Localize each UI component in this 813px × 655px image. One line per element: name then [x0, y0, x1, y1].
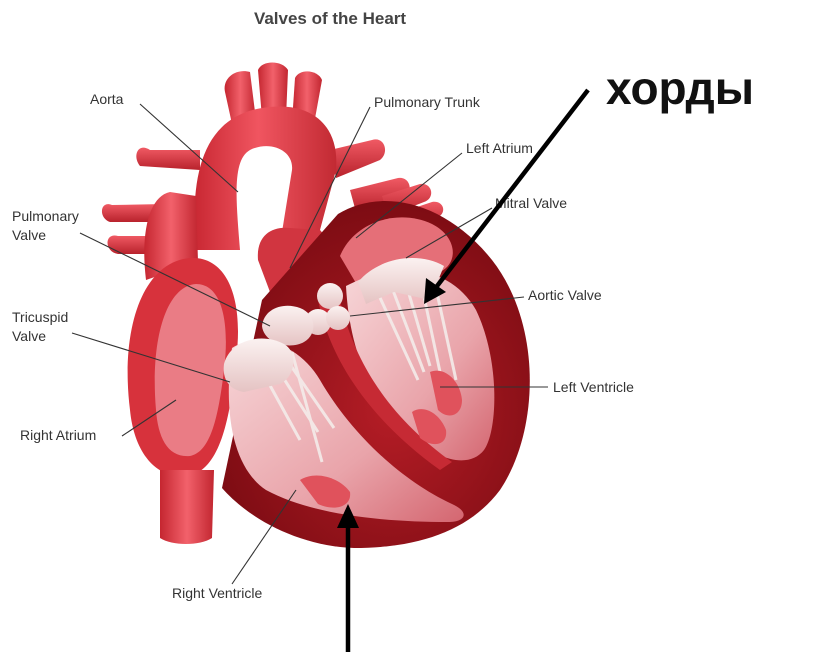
label-aorta: Aorta — [90, 91, 124, 107]
inferior-vena-cava — [160, 470, 214, 544]
annotation-arrow-bottom — [337, 504, 359, 652]
right-vessel-1 — [330, 139, 385, 178]
left-vessel-1 — [136, 148, 200, 170]
label-pulmonary-valve-line2: Valve — [12, 227, 46, 243]
annotation-text-chordae: хорды — [606, 62, 754, 114]
label-pulmonary-valve-line1: Pulmonary — [12, 208, 79, 224]
label-left-atrium: Left Atrium — [466, 140, 533, 156]
heart-illustration — [102, 63, 530, 549]
label-right-ventricle: Right Ventricle — [172, 585, 262, 601]
diagram-title: Valves of the Heart — [254, 9, 406, 28]
label-left-ventricle: Left Ventricle — [553, 379, 634, 395]
label-tricuspid-valve-line1: Tricuspid — [12, 309, 68, 325]
label-right-atrium: Right Atrium — [20, 427, 96, 443]
label-tricuspid-valve-line2: Valve — [12, 328, 46, 344]
label-aortic-valve: Aortic Valve — [528, 287, 602, 303]
label-pulmonary-trunk: Pulmonary Trunk — [374, 94, 481, 110]
aortic-arch — [194, 106, 336, 250]
